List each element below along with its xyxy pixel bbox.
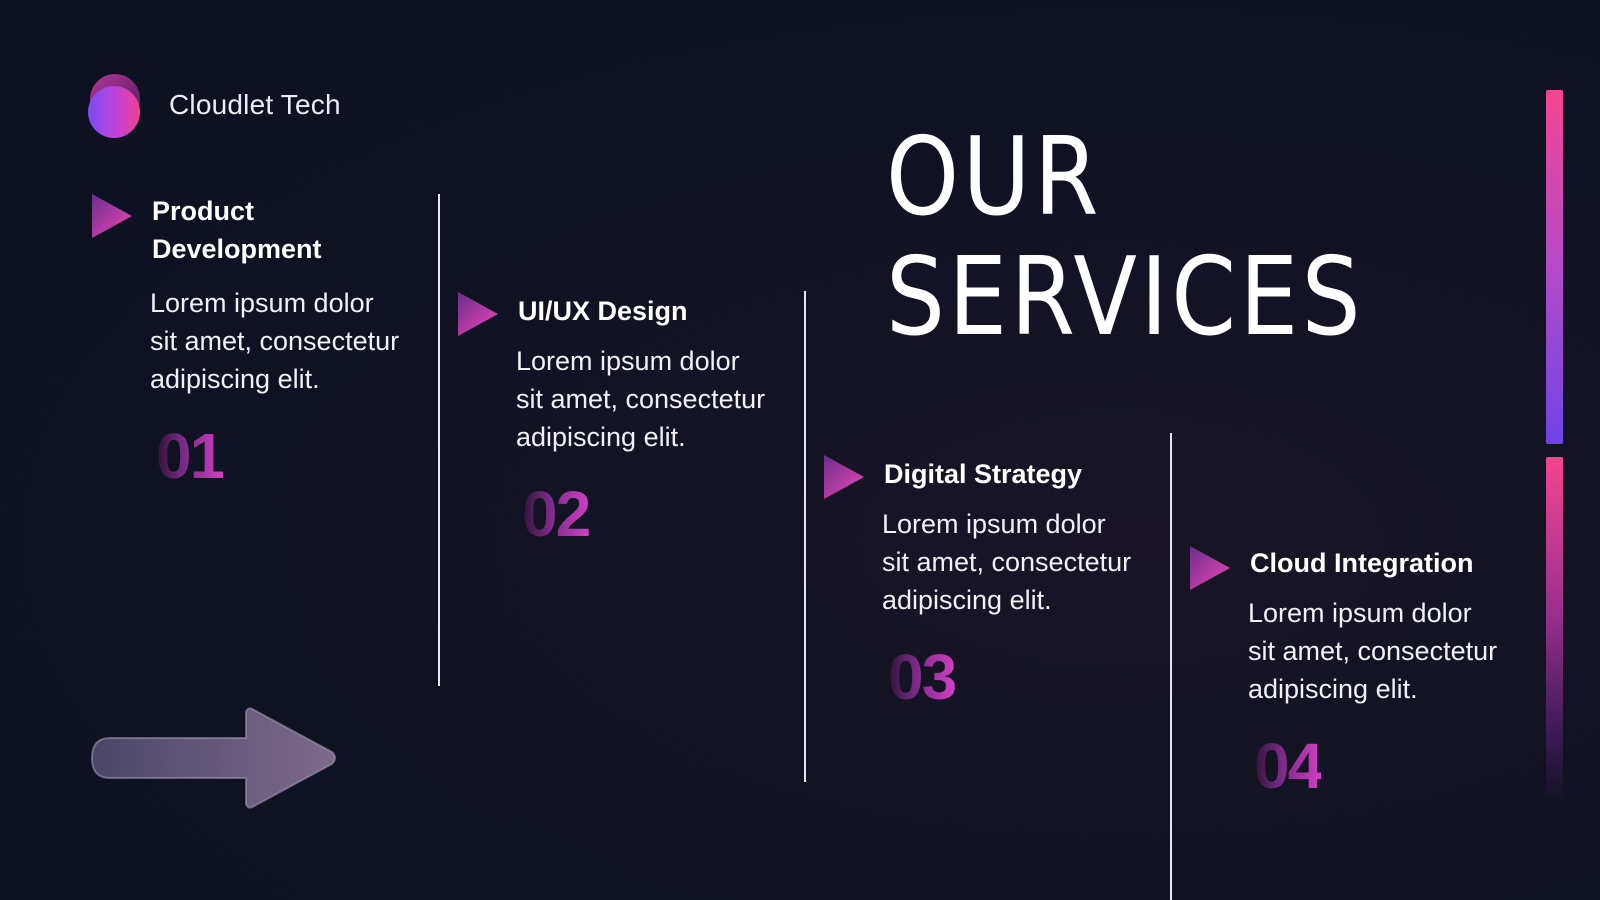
title-line-1: OUR: [886, 115, 1102, 240]
divider-3: [1170, 433, 1172, 900]
service-title: Digital Strategy: [884, 459, 1083, 489]
accent-bar-top: [1546, 90, 1563, 444]
title-line-2: SERVICES: [886, 235, 1365, 360]
service-number: 03: [888, 641, 957, 713]
play-triangle-icon: [1188, 544, 1232, 592]
service-description: Lorem ipsum dolor sit amet, consectetur …: [150, 288, 400, 394]
service-description: Lorem ipsum dolor sit amet, consectetur …: [1248, 598, 1498, 704]
right-arrow-icon: [88, 706, 338, 810]
brand-name: Cloudlet Tech: [169, 89, 341, 120]
brand-logo: [88, 72, 148, 142]
service-title: Product Development: [152, 196, 322, 264]
accent-bar-bottom: [1546, 457, 1563, 802]
page-title: OUR SERVICES: [886, 118, 1364, 358]
divider-2: [804, 291, 806, 782]
logo-front-circle: [88, 86, 140, 138]
service-title: UI/UX Design: [518, 296, 688, 326]
divider-1: [438, 194, 440, 686]
service-number: 01: [156, 420, 225, 492]
play-triangle-icon: [822, 453, 866, 501]
service-description: Lorem ipsum dolor sit amet, consectetur …: [882, 509, 1132, 615]
service-number: 04: [1254, 730, 1323, 802]
service-number: 02: [522, 478, 591, 550]
play-triangle-icon: [90, 192, 134, 240]
service-description: Lorem ipsum dolor sit amet, consectetur …: [516, 346, 766, 452]
service-title: Cloud Integration: [1250, 548, 1474, 578]
play-triangle-icon: [456, 290, 500, 338]
